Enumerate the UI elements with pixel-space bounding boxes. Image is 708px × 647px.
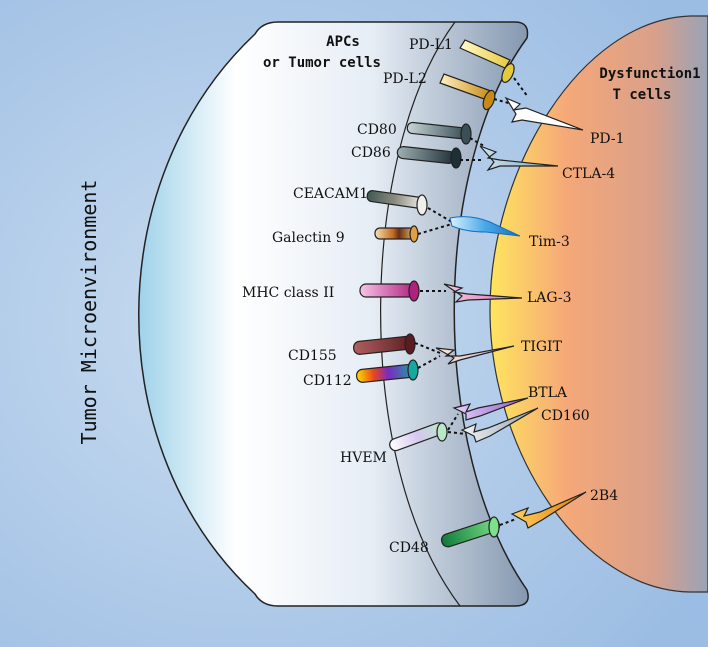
t-cell-body (489, 15, 708, 593)
tcell-header-line2: T cells (612, 87, 671, 103)
pd1-label: PD-1 (590, 131, 625, 147)
cd80-label: CD80 (357, 122, 397, 138)
tigit-receptor (435, 345, 515, 365)
tcell-header-line1: Dysfunction1 (599, 66, 700, 82)
cd48-label: CD48 (389, 540, 429, 556)
pdl1-ligand (459, 39, 515, 83)
cd155-ligand (352, 333, 416, 355)
cd48-ligand (440, 516, 501, 548)
hvem-label: HVEM (340, 450, 387, 466)
pdl1-label: PD-L1 (409, 37, 453, 53)
lag3-label: LAG-3 (527, 290, 572, 306)
cd160-label: CD160 (541, 408, 590, 424)
mhc2-label: MHC class II (242, 285, 334, 301)
tim3-label: Tim-3 (529, 234, 570, 250)
ctla4-receptor (479, 145, 559, 172)
cd155-label: CD155 (288, 348, 337, 364)
2b4-label: 2B4 (590, 488, 618, 504)
pd1-receptor (504, 96, 584, 131)
pdl2-ligand (439, 73, 496, 111)
cd86-ligand (396, 145, 462, 169)
cd112-label: CD112 (303, 373, 352, 389)
tumor-microenvironment-label: Tumor Microenvironment (77, 180, 101, 445)
galectin9-label: Galectin 9 (272, 230, 345, 246)
ctla4-label: CTLA-4 (562, 166, 615, 182)
cd86-label: CD86 (351, 145, 391, 161)
galectin9-ligand (374, 225, 419, 243)
btla-label: BTLA (528, 385, 568, 401)
binding-lines (414, 77, 529, 526)
apc-header-line1: APCs (326, 34, 360, 50)
hvem-ligand (389, 422, 448, 452)
btla-receptor (452, 397, 529, 421)
apc-header-line2: or Tumor cells (263, 55, 381, 71)
ceacam1-label: CEACAM1 (293, 186, 368, 202)
2b4-receptor (510, 491, 587, 529)
ceacam1-ligand (366, 190, 428, 216)
mhc2-ligand (359, 280, 420, 302)
cd112-ligand (355, 359, 419, 383)
pdl2-label: PD-L2 (383, 71, 427, 87)
tigit-label: TIGIT (521, 339, 563, 355)
apc-membrane (380, 21, 461, 607)
lag3-receptor (443, 283, 523, 303)
apc-cell-body (138, 21, 529, 607)
tim3-receptor (449, 216, 521, 237)
cd80-ligand (406, 121, 472, 145)
cd160-receptor (460, 407, 539, 443)
